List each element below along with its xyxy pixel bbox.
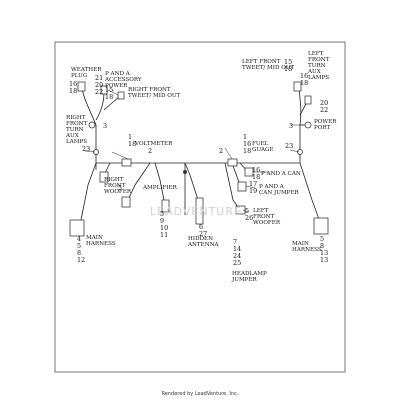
weather-plug-label: WEATHER PLUG: [71, 67, 102, 79]
callout-6-27: 6 27: [199, 223, 208, 238]
hidden-antenna-label: HIDDEN ANTENNA: [188, 236, 219, 248]
amp-drop-1: [127, 162, 151, 201]
callout-7-14-24-25: 7 14 24 25: [233, 238, 242, 267]
voltmeter-leader: [111, 151, 129, 160]
callout-15-18-lf: 15 18: [284, 58, 293, 73]
callout-20-22-right: 20 22: [320, 99, 329, 114]
sheet-border: [54, 41, 346, 373]
rf-woofer-label: RIGHT FRONT WOOFER: [104, 177, 132, 195]
right-main-harness-label: MAIN HARNESS: [292, 241, 322, 253]
callout-5-9-10-11: 5 9 10 11: [160, 210, 169, 239]
callout-5-left: 5: [118, 184, 123, 192]
power-port-connector: [304, 121, 312, 129]
rf-turn-label: RIGHT FRONT TURN AUX LAMPS: [66, 115, 88, 145]
can-jumper-leader: [245, 185, 256, 189]
watermark: LEADVENTURE: [150, 205, 242, 218]
lf-turn-connector: [293, 81, 302, 92]
lf-turn-label: LEFT FRONT TURN AUX LAMPS: [308, 51, 330, 81]
lf-woofer-label: LEFT FRONT WOOFER: [253, 208, 281, 226]
left-main-harness-connector: [69, 219, 85, 237]
rf-tweet-connector: [117, 91, 125, 100]
weather-plug-connector: [77, 81, 86, 92]
left-23-leader: [84, 150, 96, 153]
callout-15-18-rf: 15 18: [105, 86, 114, 101]
lf-tweet-label: LEFT FRONT TWEET/ MID OUT: [242, 59, 295, 71]
rf-woofer-connector: [99, 171, 109, 183]
can-jumper-drop: [231, 162, 241, 186]
callout-23-left: 23: [82, 145, 91, 153]
amplifier-connector: [121, 196, 131, 208]
callout-23-right: 23: [285, 142, 294, 150]
rf-tweet-leader: [107, 89, 119, 96]
lf-tweet-connector: [304, 95, 312, 105]
left-main-harness-label: MAIN HARNESS: [86, 235, 116, 247]
right-upper-branch: [298, 87, 302, 126]
amp-drop-2: [154, 162, 166, 206]
headlamp-jumper-connector: [183, 170, 187, 174]
voltmeter-label: VOLTMETER: [135, 141, 173, 147]
accessory-power-connector: [100, 85, 108, 95]
lf-woofer-connector: [235, 205, 246, 215]
callout-16-18-wp: 16 18: [69, 80, 78, 95]
callout-2-volt: 2: [148, 147, 153, 155]
headlamp-jumper-label: HEADLAMP JUMPER: [232, 271, 267, 283]
callout-3-right: 3: [289, 122, 294, 130]
accessory-power-label: P AND A ACCESSORY POWER: [105, 71, 142, 89]
fuel-leader: [224, 147, 233, 160]
callout-1-18: 1 18: [128, 133, 137, 148]
left-tweet-branch: [103, 95, 121, 111]
can-jumper-label: P AND A CAN JUMPER: [259, 184, 299, 196]
footer-credit: Rendered by LeadVenture, Inc.: [161, 391, 239, 397]
fuel-gauge-connector: [227, 158, 238, 167]
voltmeter-connector: [121, 158, 132, 167]
callout-2-fuel: 2: [219, 147, 224, 155]
right-junction: [297, 149, 303, 155]
callout-16-18-right: 16 18: [300, 72, 309, 87]
right-main-harness-connector: [313, 217, 329, 235]
rf-tweet-label: RIGHT FRONT TWEET/ MID OUT: [128, 87, 181, 99]
callout-16-18-can: 16 18: [252, 166, 261, 181]
callout-5-8-13: 5 8 13 13: [320, 235, 329, 264]
callout-1-16-18: 1 16 18: [243, 133, 252, 155]
amplifier-label: AMPLIFIER: [143, 185, 177, 191]
right-23-leader: [289, 149, 300, 153]
amplifier-connector-2: [161, 199, 170, 213]
callout-17-19: 17 19: [249, 180, 258, 195]
left-main-harness-wire: [79, 162, 97, 226]
power-port-label: POWER PORT: [314, 119, 337, 131]
p-and-a-can-label: P AND A CAN: [261, 171, 301, 177]
can-jumper-connector: [237, 181, 247, 192]
fuel-gauge-label: FUEL GUAGE: [252, 141, 274, 153]
hidden-antenna-connector: [195, 197, 204, 225]
callout-3-left: 3: [103, 122, 108, 130]
callout-4-5-8-12: 4 5 8 12: [77, 235, 86, 264]
callout-21-20-22: 21 20 22: [95, 74, 104, 96]
lf-woofer-leader: [242, 209, 249, 213]
rf-turn-connector: [88, 121, 96, 129]
callout-5-26: 5 26: [245, 207, 254, 222]
right-main-harness-wire: [299, 162, 321, 223]
left-upper-branch-2: [95, 91, 105, 121]
